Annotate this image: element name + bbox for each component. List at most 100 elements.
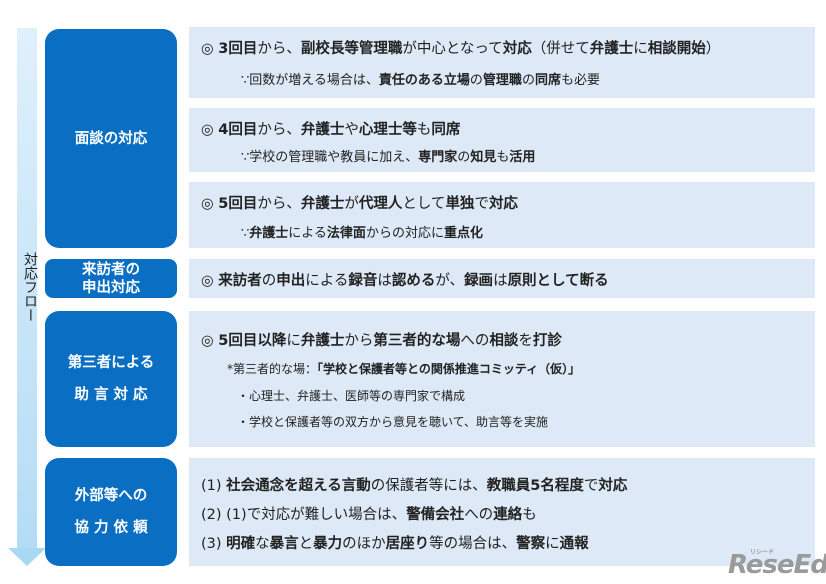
text-segment: ◎ xyxy=(201,333,219,349)
flow-label: 対応フロー xyxy=(22,252,38,322)
emphasis-text: 暴言 xyxy=(269,536,299,552)
emphasis-text: 管理職 xyxy=(482,73,522,88)
text-segment: も xyxy=(416,122,432,138)
emphasis-text: 認める xyxy=(391,273,436,289)
emphasis-text: 3回目 xyxy=(218,41,258,57)
content-line: ◎ 4回目から、弁護士や心理士等も同席 xyxy=(201,118,460,139)
content-line: ◎ 5回目以降に弁護士から第三者的な場への相談を打診 xyxy=(201,329,562,350)
text-segment: による xyxy=(288,226,327,241)
emphasis-text: 対応 xyxy=(502,41,532,57)
text-segment: ◎ xyxy=(201,196,219,212)
emphasis-text: 通報 xyxy=(559,536,589,552)
text-segment: のほか xyxy=(342,536,386,552)
text-segment: (3) xyxy=(201,536,227,552)
emphasis-text: 居座り xyxy=(385,536,430,552)
emphasis-text: 打診 xyxy=(532,333,562,349)
emphasis-text: 5回目 xyxy=(218,196,258,212)
emphasis-text: 「学校と保護者等との関係推進コミッティ（仮）」 xyxy=(317,362,581,376)
content-line: *第三者的な場：「学校と保護者等との関係推進コミッティ（仮）」 xyxy=(227,360,580,377)
emphasis-text: 対応 xyxy=(598,478,628,494)
text-segment: への xyxy=(460,333,490,349)
text-segment: から、 xyxy=(257,196,301,212)
content-line: ◎ 来訪者の申出による録音は認めるが、録画は原則として断る xyxy=(201,269,609,290)
content-line: ・学校と保護者等の双方から意見を聴いて、助言等を実施 xyxy=(237,413,548,430)
text-segment: から xyxy=(344,333,374,349)
category-third-party: 第三者による 助 言 対 応 xyxy=(45,311,177,447)
category-external: 外部等への 協 力 依 頼 xyxy=(45,458,177,566)
text-segment: ） xyxy=(705,41,721,57)
emphasis-text: 暴力 xyxy=(313,536,343,552)
emphasis-text: 第三者的な場 xyxy=(373,333,461,349)
text-segment: (1) xyxy=(201,478,227,494)
text-segment: ◎ xyxy=(201,273,219,289)
text-segment: *第三者的な場： xyxy=(227,362,318,376)
content-line: (1) 社会通念を超える言動の保護者等には、教職員5名程度で対応 xyxy=(201,474,627,495)
text-segment: に xyxy=(286,333,301,349)
emphasis-text: 活用 xyxy=(509,150,536,165)
emphasis-text: 単独 xyxy=(445,196,475,212)
text-segment: も xyxy=(522,507,537,523)
emphasis-text: 弁護士 xyxy=(300,333,345,349)
content-box: ◎ 5回目以降に弁護士から第三者的な場への相談を打診 *第三者的な場：「学校と保護… xyxy=(189,311,815,447)
text-segment: や xyxy=(344,122,359,138)
emphasis-text: 相談 xyxy=(489,333,519,349)
text-segment: が xyxy=(344,196,359,212)
text-segment: の保護者等には、 xyxy=(370,478,487,494)
emphasis-text: 相談開始 xyxy=(647,41,706,57)
text-segment: な xyxy=(255,536,270,552)
emphasis-text: 重点化 xyxy=(443,226,483,241)
emphasis-text: 弁護士 xyxy=(589,41,634,57)
text-segment: と xyxy=(298,536,314,552)
emphasis-text: 弁護士 xyxy=(249,226,289,241)
text-segment: の xyxy=(261,273,277,289)
content-line: (3) 明確な暴言と暴力のほか居座り等の場合は、警察に通報 xyxy=(201,532,589,553)
content-line: ∵回数が増える場合は、責任のある立場の管理職の同席も必要 xyxy=(241,69,600,88)
emphasis-text: 弁護士 xyxy=(300,196,345,212)
text-segment: ◎ xyxy=(201,41,219,57)
emphasis-text: 知見 xyxy=(470,150,497,165)
content-box: (1) 社会通念を超える言動の保護者等には、教職員5名程度で対応 (2) (1)で… xyxy=(189,458,815,566)
emphasis-text: 4回目 xyxy=(218,122,258,138)
text-segment: に xyxy=(633,41,648,57)
emphasis-text: 5回目以降 xyxy=(218,333,287,349)
text-segment: が中心となって xyxy=(402,41,503,57)
emphasis-text: 同席 xyxy=(431,122,461,138)
flow-arrow-head xyxy=(8,548,46,566)
emphasis-text: 原則として断る xyxy=(507,273,609,289)
emphasis-text: 弁護士 xyxy=(300,122,345,138)
text-segment: ・学校と保護者等の双方から意見を聴いて、助言等を実施 xyxy=(237,415,549,429)
emphasis-text: 副校長等管理職 xyxy=(300,41,403,57)
emphasis-text: 責任のある立場 xyxy=(378,73,470,88)
text-segment: で xyxy=(474,196,489,212)
text-segment: も必要 xyxy=(560,73,600,88)
emphasis-text: 法律面 xyxy=(326,226,366,241)
text-segment: が、 xyxy=(435,273,465,289)
text-segment: （併せて xyxy=(531,41,590,57)
text-segment: として xyxy=(402,196,446,212)
emphasis-text: 教職員5名程度 xyxy=(486,478,584,494)
text-segment: (2) (1)で対応が難しい場合は、 xyxy=(201,507,407,523)
text-segment: から、 xyxy=(257,122,301,138)
emphasis-text: 警備会社 xyxy=(406,507,465,523)
category-visitor: 来訪者の 申出対応 xyxy=(45,259,177,298)
emphasis-text: 申出 xyxy=(276,273,306,289)
content-line: ◎ 5回目から、弁護士が代理人として単独で対応 xyxy=(201,192,518,213)
emphasis-text: 社会通念を超える言動 xyxy=(226,478,371,494)
text-segment: の xyxy=(521,73,535,88)
text-segment: も xyxy=(496,150,510,165)
content-line: ∵弁護士による法律面からの対応に重点化 xyxy=(241,222,483,241)
text-segment: への xyxy=(464,507,494,523)
content-box: ◎ 5回目から、弁護士が代理人として単独で対応∵弁護士による法律面からの対応に重… xyxy=(189,182,815,248)
text-segment: ∵ xyxy=(241,226,250,241)
emphasis-text: 代理人 xyxy=(358,196,403,212)
text-segment: の xyxy=(469,73,483,88)
content-line: ◎ 3回目から、副校長等管理職が中心となって対応（併せて弁護士に相談開始） xyxy=(201,37,720,58)
emphasis-text: 明確 xyxy=(226,536,256,552)
text-segment: 等の場合は、 xyxy=(429,536,517,552)
text-segment: ∵学校の管理職や教員に加え、 xyxy=(241,150,419,165)
flow-arrow-shaft xyxy=(17,28,37,550)
text-segment: ◎ xyxy=(201,122,219,138)
text-segment: からの対応に xyxy=(365,226,444,241)
text-segment: ・心理士、弁護士、医師等の専門家で構成 xyxy=(237,389,466,403)
